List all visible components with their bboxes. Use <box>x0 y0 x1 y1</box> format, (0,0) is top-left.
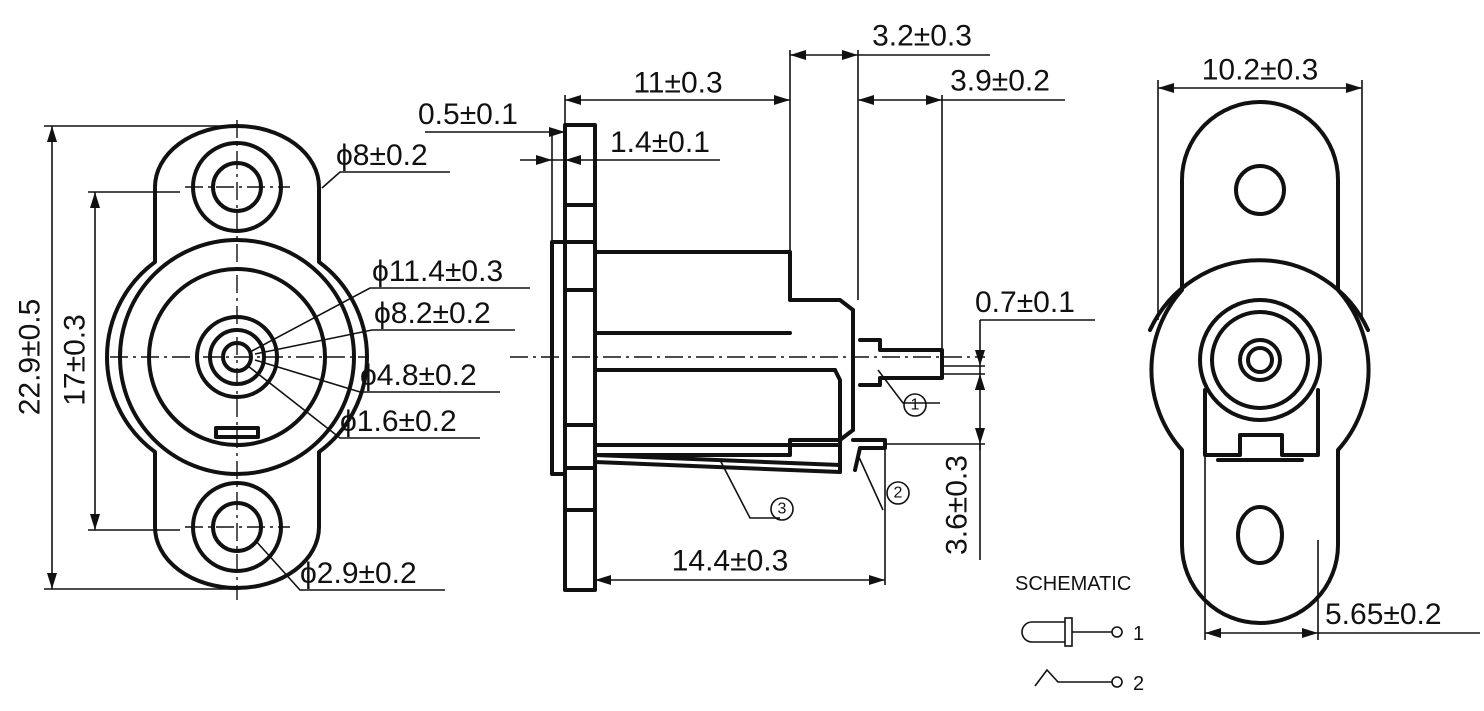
overall-length-dim: 14.4±0.3 <box>672 545 789 578</box>
outer-dia-dim: ϕ11.4±0.3 <box>372 255 503 288</box>
side-body <box>593 250 855 457</box>
side-view: 1 2 3 0.5±0.1 1.4±0.1 11±0.3 3.2±0.3 <box>418 20 1095 592</box>
pin-dia-dim: ϕ1.6±0.2 <box>340 405 457 438</box>
rear-terminal <box>1203 388 1320 457</box>
rear-jack-outer <box>1198 298 1322 422</box>
jack-outer-ring <box>118 238 356 476</box>
terminal-offset-dim: 3.6±0.3 <box>941 455 974 555</box>
jack-inner-ring <box>195 315 279 399</box>
schematic: SCHEMATIC 1 2 <box>1015 573 1144 695</box>
pin-length-dim: 3.9±0.2 <box>950 65 1050 98</box>
rear-view: 10.2±0.3 5.65±0.2 <box>1148 54 1480 640</box>
hole-dia-dim: ϕ8±0.2 <box>336 139 428 172</box>
schematic-terminal-2: 2 <box>1133 673 1144 695</box>
flange-offset-dim: 1.4±0.1 <box>610 126 710 159</box>
rear-top-hole <box>1234 164 1286 216</box>
front-flange-outline <box>105 124 369 590</box>
body-length-dim: 11±0.3 <box>633 67 722 100</box>
jack-pin <box>221 341 253 373</box>
mount-hole-dia-dim: ϕ2.9±0.2 <box>300 557 417 590</box>
bottom-mount-hole-outer <box>191 481 283 573</box>
callout-3: 3 <box>778 501 787 518</box>
top-mount-hole-outer <box>191 141 283 233</box>
side-terminal-3 <box>593 453 842 474</box>
top-mount-hole <box>211 161 263 213</box>
front-view: 22.9±0.5 17±0.3 ϕ8±0.2 ϕ11.4±0.3 ϕ8.2±0.… <box>14 120 530 600</box>
front-key-slot <box>214 426 260 439</box>
callout-1: 1 <box>911 397 920 414</box>
pin-thickness-dim: 0.7±0.1 <box>975 286 1075 319</box>
schematic-terminal-1: 1 <box>1133 623 1144 645</box>
rear-offset-dim: 5.65±0.2 <box>1325 598 1442 631</box>
callout-2: 2 <box>894 485 903 502</box>
side-terminal-2 <box>851 438 887 472</box>
inner-dia-dim: ϕ4.8±0.2 <box>360 359 477 392</box>
rear-width-dim: 10.2±0.3 <box>1202 54 1319 87</box>
flange-thickness-dim: 0.5±0.1 <box>418 98 518 131</box>
rear-outline <box>1149 100 1371 625</box>
side-flange-lip <box>550 240 567 476</box>
bottom-mount-hole <box>211 501 263 553</box>
jack-bore-ring <box>147 267 327 447</box>
hole-pitch-dim: 17±0.3 <box>59 314 92 406</box>
step-length-dim: 3.2±0.3 <box>872 20 972 53</box>
total-height-dim: 22.9±0.5 <box>14 299 47 416</box>
side-pin-1 <box>858 338 944 387</box>
schematic-title: SCHEMATIC <box>1015 573 1131 595</box>
rear-bottom-hole <box>1236 505 1284 565</box>
jack-inner-ring-2 <box>208 328 266 386</box>
bore-dia-dim: ϕ8.2±0.2 <box>374 297 491 330</box>
